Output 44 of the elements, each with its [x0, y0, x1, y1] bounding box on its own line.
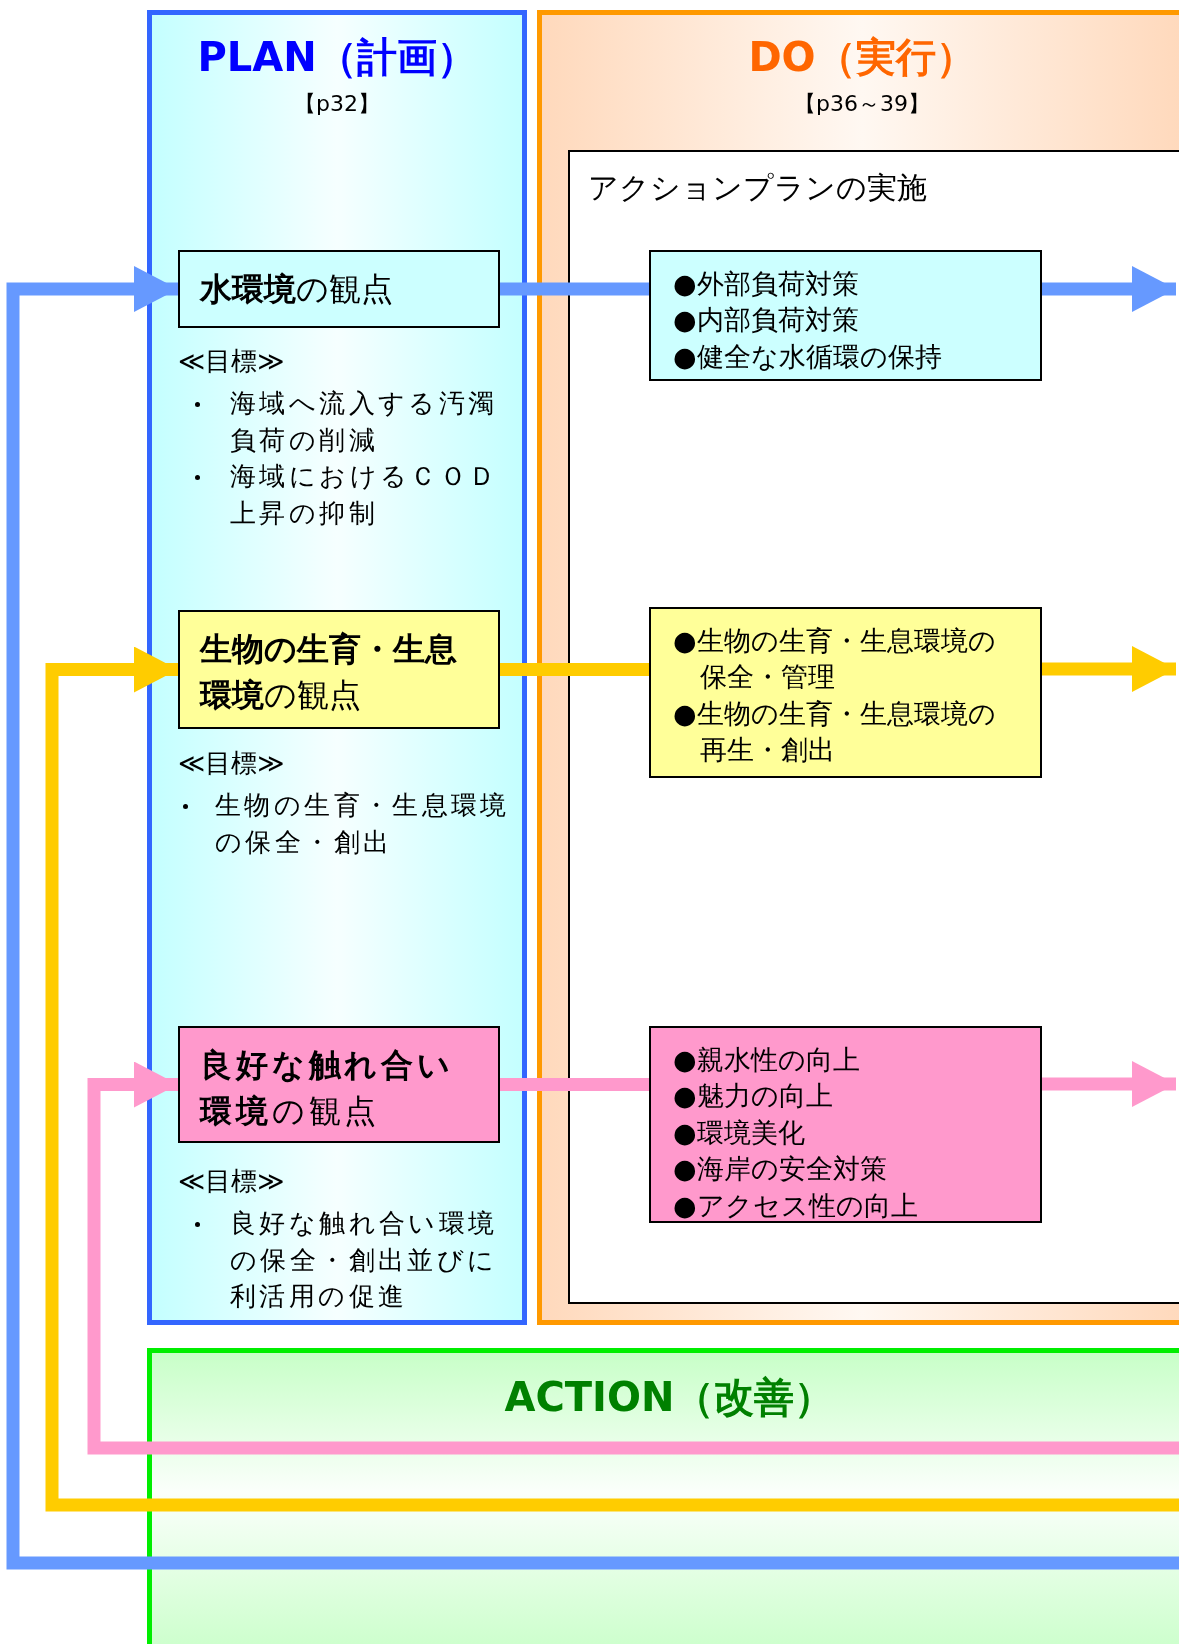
- action-item: ●親水性の向上: [673, 1043, 861, 1077]
- phase-panel: [537, 10, 1179, 1325]
- action-item: ●環境美化: [673, 1115, 806, 1150]
- goal-heading: ≪目標≫: [178, 1165, 285, 1198]
- goal-text: 良好な触れ合い環境の保全・創出並びに利活用の促進: [230, 1207, 499, 1314]
- phase-title: DO（実行）: [747, 35, 977, 79]
- frame-title: アクションプランの実施: [588, 169, 928, 207]
- action-item: ●内部負荷対策: [673, 303, 860, 338]
- arrow: [1042, 266, 1176, 312]
- connector-line: [500, 282, 649, 296]
- goal-heading: ≪目標≫: [178, 747, 285, 780]
- arrow: [1042, 646, 1176, 692]
- action-box: [649, 1026, 1042, 1223]
- connector-line: [500, 663, 649, 676]
- phase-title: PLAN（計画）: [196, 35, 478, 79]
- viewpoint-box: [178, 610, 500, 729]
- viewpoint-box: [178, 250, 500, 328]
- action-item: ●健全な水循環の保持: [673, 339, 943, 374]
- goal-text: 海域におけるＣＯＤ上昇の抑制: [230, 460, 500, 530]
- page-reference: 【p32】: [293, 90, 381, 118]
- goal-heading: ≪目標≫: [178, 345, 285, 378]
- arrow: [1042, 1061, 1176, 1107]
- phase-title: ACTION（改善）: [503, 1375, 836, 1419]
- viewpoint-heading: 生物の生育・生息環境の観点: [200, 629, 458, 717]
- arrow: [87, 1061, 1179, 1455]
- viewpoint-heading: 水環境の観点: [200, 269, 394, 310]
- action-item: ●海岸の安全対策: [673, 1152, 888, 1187]
- action-item: ●生物の生育・生息環境の保全・管理: [673, 624, 997, 695]
- page-reference: 【p36～39】: [793, 90, 931, 118]
- goal-text: 生物の生育・生息環境の保全・創出: [215, 789, 511, 859]
- action-box: [649, 250, 1042, 381]
- action-item: ●生物の生育・生息環境の再生・創出: [673, 696, 997, 768]
- goal-text: 海域へ流入する汚濁負荷の削減: [230, 387, 499, 457]
- viewpoint-box: [178, 1026, 500, 1143]
- connector-line: [500, 1078, 649, 1091]
- action-item: ●魅力の向上: [673, 1079, 834, 1114]
- arrow: [45, 646, 1179, 1512]
- viewpoint-heading: 良好な触れ合い環境の観点: [200, 1045, 455, 1133]
- action-item: ●アクセス性の向上: [673, 1188, 919, 1223]
- action-item: ●外部負荷対策: [673, 267, 860, 301]
- action-plan-frame: [568, 150, 1179, 1304]
- phase-panel: [147, 10, 527, 1325]
- arrow: [6, 266, 1179, 1570]
- action-box: [649, 607, 1042, 778]
